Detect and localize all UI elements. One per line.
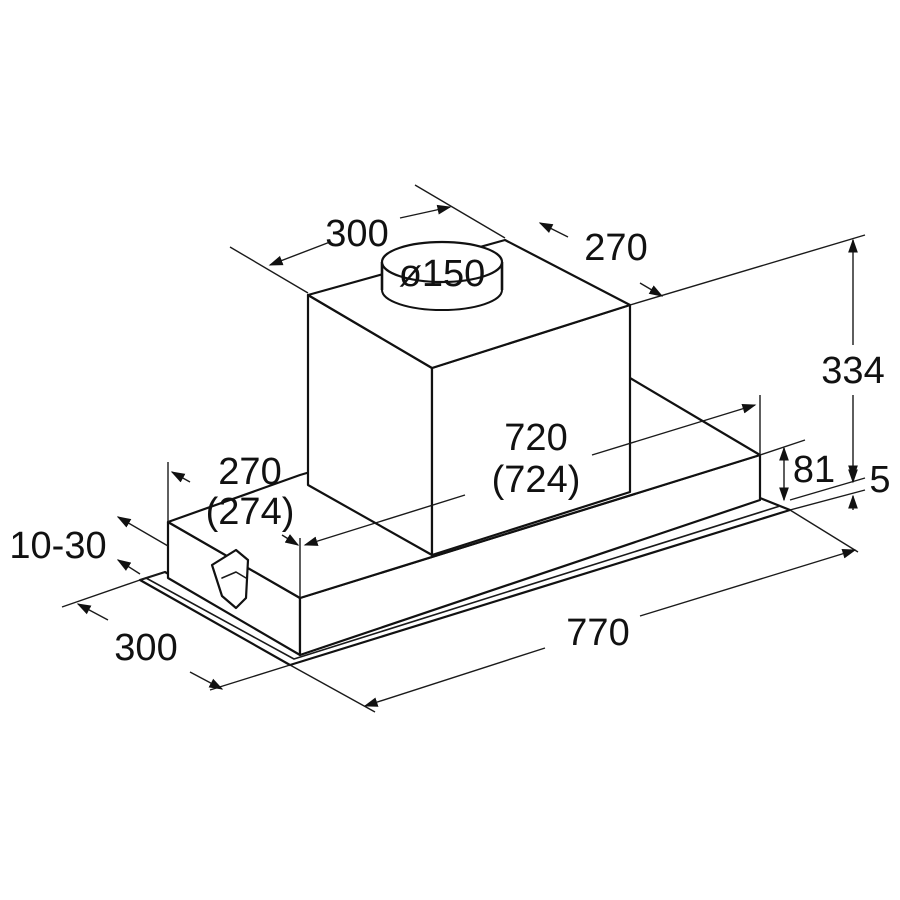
dimension-lines bbox=[61, 184, 866, 713]
label-side-adjust: 10-30 bbox=[9, 525, 106, 567]
label-motor-depth: 270 bbox=[584, 227, 647, 269]
duct-collar bbox=[380, 240, 504, 311]
dimension-labels: ø150 300 270 334 720 (724) 270 (274) 81 … bbox=[9, 213, 890, 669]
label-body-width-alt: (724) bbox=[492, 459, 581, 501]
label-duct-diameter: ø150 bbox=[399, 253, 486, 295]
label-motor-width: 300 bbox=[325, 213, 388, 255]
label-body-depth: 270 bbox=[218, 451, 281, 493]
control-handle bbox=[210, 548, 250, 610]
label-frame-depth: 300 bbox=[114, 627, 177, 669]
label-body-depth-alt: (274) bbox=[206, 491, 295, 533]
label-body-width: 720 bbox=[504, 417, 567, 459]
label-frame-thickness: 5 bbox=[869, 459, 890, 501]
label-total-height: 334 bbox=[821, 350, 884, 392]
label-body-height: 81 bbox=[793, 449, 835, 491]
label-frame-width: 770 bbox=[566, 612, 629, 654]
